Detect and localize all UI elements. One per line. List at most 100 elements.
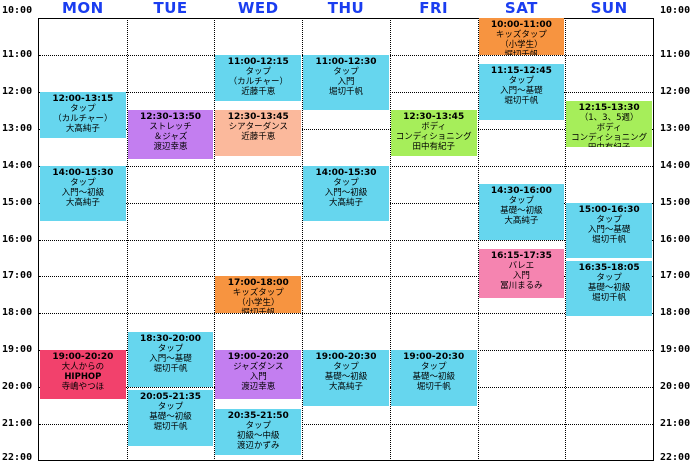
class-instructor: 近藤千恵 [241, 86, 276, 97]
time-label-left: 16:00 [2, 233, 33, 245]
class-detail: 入門～初級 [324, 187, 368, 198]
time-label-left: 22:00 [2, 452, 33, 463]
class-detail: タップ [157, 343, 184, 354]
class-detail: 入門 [249, 372, 267, 383]
class-detail: ボディ [596, 123, 622, 134]
class-time: 16:35-18:05 [578, 263, 640, 274]
time-label-right: 14:00 [660, 159, 691, 171]
class-instructor: 堀切千帆 [592, 234, 627, 245]
time-label-left: 19:00 [2, 344, 33, 356]
class-instructor: 堀切千帆 [153, 363, 188, 374]
class-time: 19:00-20:30 [403, 352, 465, 363]
class-time: 12:30-13:50 [140, 112, 202, 123]
class-instructor: 堀切千帆 [328, 86, 363, 97]
class-time: 19:00-20:30 [315, 352, 377, 363]
class-time: 10:00-11:00 [490, 20, 552, 30]
class-time: 15:00-16:30 [578, 204, 640, 215]
hour-gridline [39, 239, 653, 241]
class-time: 12:00-13:15 [52, 93, 114, 104]
day-header-fri: FRI [419, 0, 449, 17]
class-detail: タップ [245, 66, 272, 77]
class-instructor: 田中有紀子 [412, 142, 455, 153]
class-instructor: 堀切千帆 [592, 293, 627, 304]
class-detail: ボディ [421, 122, 447, 133]
class-detail: タップ [420, 362, 447, 373]
time-label-left: 12:00 [2, 85, 33, 97]
time-label-left: 17:00 [2, 270, 33, 282]
class-detail: タップ [70, 177, 96, 188]
time-label-right: 21:00 [660, 418, 691, 430]
day-header-thu: THU [327, 0, 365, 17]
class-time: 19:00-20:20 [227, 352, 289, 363]
class-instructor: 渡辺かずみ [237, 440, 280, 451]
class-time: 14:00-15:30 [52, 167, 114, 178]
class-detail: 基礎～初級 [500, 206, 543, 217]
hour-gridline [39, 128, 653, 130]
class-detail: 入門 [337, 76, 355, 87]
class-instructor: 堀切千帆 [479, 50, 565, 55]
time-label-left: 15:00 [2, 196, 33, 208]
class-detail: 入門～基礎 [587, 224, 631, 235]
time-label-left: 13:00 [2, 122, 33, 134]
day-column-divider [389, 18, 391, 461]
class-time: 12:30-13:45 [403, 112, 465, 123]
day-column-divider [302, 18, 304, 461]
schedule-frame [38, 18, 654, 461]
class-detail: コンディショニング [571, 133, 648, 144]
time-label-left: 10:00 [2, 5, 33, 16]
time-label-right: 20:00 [660, 381, 691, 393]
time-label-left: 14:00 [2, 159, 33, 171]
time-label-right: 19:00 [660, 344, 691, 356]
time-label-right: 15:00 [660, 196, 691, 208]
time-label-right: 18:00 [660, 307, 691, 319]
class-instructor: 寺嶋やつほ [61, 382, 105, 393]
class-time: 11:00-12:30 [315, 56, 377, 67]
day-column-divider [126, 18, 128, 461]
class-detail: タップ [333, 177, 359, 188]
class-time: 20:05-21:35 [140, 392, 202, 403]
time-label-left: 11:00 [2, 48, 33, 60]
day-header-wed: WED [237, 0, 279, 17]
class-detail: タップ [508, 76, 535, 87]
class-detail: 入門 [512, 270, 530, 281]
class-detail: 基礎～初級 [324, 372, 368, 383]
class-time: 17:00-18:00 [227, 278, 289, 289]
class-instructor: 大髙純子 [65, 123, 100, 134]
class-detail: ジャズダンス [233, 362, 284, 373]
class-detail: ストレッチ [149, 122, 192, 133]
class-detail: 基礎～初級 [149, 412, 192, 423]
class-detail: キッズタップ [232, 288, 284, 299]
class-detail: HIPHOP [64, 372, 102, 383]
time-label-left: 20:00 [2, 381, 33, 393]
class-detail: （小学生） [500, 40, 543, 50]
class-instructor: 堀切千帆 [215, 308, 301, 313]
class-time: 11:15-12:45 [490, 66, 552, 77]
class-detail: ＆ジャズ [153, 132, 188, 143]
time-label-left: 21:00 [2, 418, 33, 430]
class-detail: タップ [245, 420, 272, 431]
